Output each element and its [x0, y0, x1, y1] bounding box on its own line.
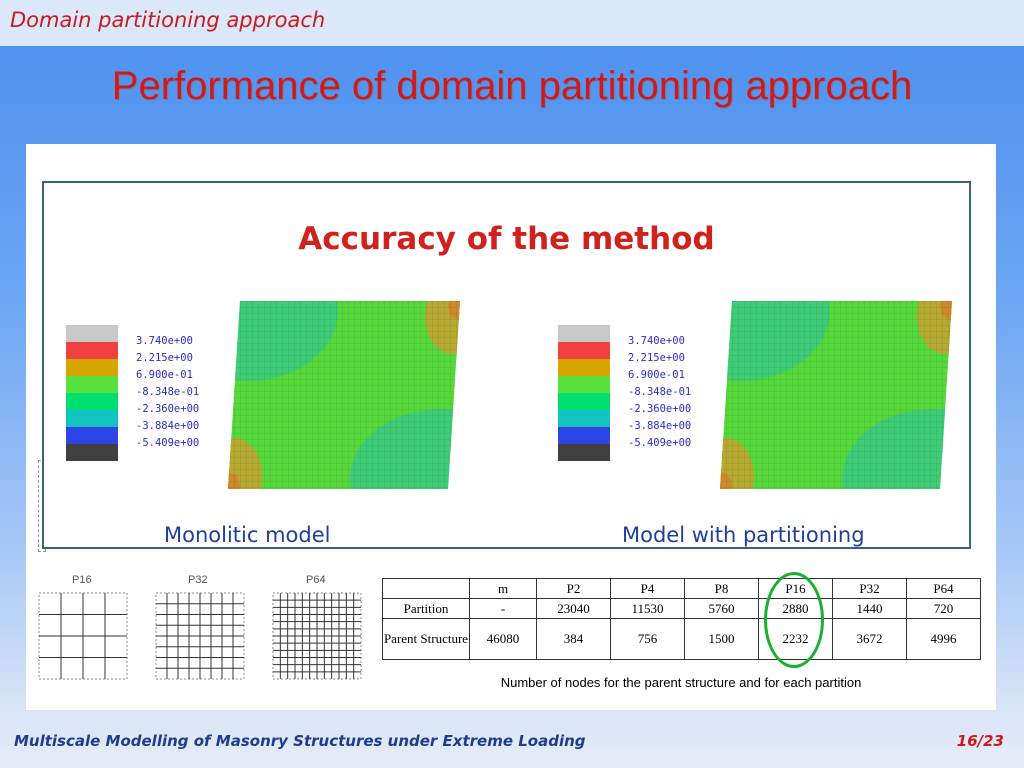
header-bar: Domain partitioning approach	[0, 0, 1024, 46]
legend-value: -8.348e-01	[136, 386, 200, 398]
legend-value: -3.884e+00	[136, 420, 200, 432]
table-cell: 46080	[469, 618, 537, 660]
table-cell: 23040	[536, 598, 611, 619]
table-row: Partition - 23040 11530 5760 2880 1440 7…	[382, 598, 981, 619]
legend-left	[66, 325, 118, 465]
legend-swatch	[66, 427, 118, 444]
row-label: Partition	[382, 598, 470, 619]
table-header-cell: P64	[906, 578, 981, 599]
grid-label-p32: P32	[188, 574, 208, 586]
caption-partitioned: Model with partitioning	[622, 523, 865, 547]
legend-value: 3.740e+00	[136, 335, 193, 347]
contour-plot-partitioned	[720, 301, 952, 489]
partition-grid-p16	[38, 592, 128, 680]
accuracy-overlay: Accuracy of the method 3.740e+00 2.215e+…	[42, 181, 971, 549]
legend-swatch	[558, 325, 610, 342]
slide-title: Performance of domain partitioning appro…	[111, 64, 913, 108]
table-header-cell: m	[469, 578, 537, 599]
table-row: Parent Structure 46080 384 756 1500 2232…	[382, 618, 981, 660]
legend-swatch	[66, 342, 118, 359]
table-cell: 11530	[610, 598, 685, 619]
legend-value: -2.360e+00	[136, 403, 200, 415]
caption-monolithic: Monolitic model	[164, 523, 331, 547]
table-header-row: m P2 P4 P8 P16 P32 P64	[382, 578, 981, 599]
table-cell: 4996	[906, 618, 981, 660]
legend-swatch	[66, 359, 118, 376]
table-cell: -	[469, 598, 537, 619]
table-header-cell	[382, 578, 470, 599]
legend-value: -2.360e+00	[628, 403, 692, 415]
table-cell: 1440	[832, 598, 907, 619]
legend-swatch	[558, 393, 610, 410]
legend-value: -5.409e+00	[628, 437, 692, 449]
legend-value: 6.900e-01	[136, 369, 193, 381]
row-label: Parent Structure	[382, 618, 470, 660]
table-header-cell: P4	[610, 578, 685, 599]
legend-value: 2.215e+00	[136, 352, 193, 364]
table-cell: 756	[610, 618, 685, 660]
legend-swatch	[558, 359, 610, 376]
nodes-table: m P2 P4 P8 P16 P32 P64 Partition - 23040…	[382, 578, 981, 660]
legend-value: 3.740e+00	[628, 335, 685, 347]
grid-label-p64: P64	[306, 574, 326, 586]
legend-swatch	[66, 444, 118, 461]
legend-swatch	[558, 427, 610, 444]
legend-swatch	[558, 376, 610, 393]
table-header-cell: P8	[684, 578, 759, 599]
partition-grid-p32	[155, 592, 245, 680]
legend-swatch	[558, 410, 610, 427]
partition-grid-p64	[272, 592, 362, 680]
legend-swatch	[558, 444, 610, 461]
legend-value: -8.348e-01	[628, 386, 692, 398]
legend-swatch	[66, 325, 118, 342]
highlight-circle	[764, 572, 824, 668]
legend-swatch	[66, 410, 118, 427]
section-title: Domain partitioning approach	[10, 8, 326, 32]
legend-swatch	[66, 376, 118, 393]
table-cell: 384	[536, 618, 611, 660]
legend-right	[558, 325, 610, 465]
legend-value: -3.884e+00	[628, 420, 692, 432]
legend-swatch	[558, 342, 610, 359]
grid-label-p16: P16	[72, 574, 92, 586]
table-cell: 5760	[684, 598, 759, 619]
contour-plot-monolithic	[228, 301, 460, 489]
table-caption: Number of nodes for the parent structure…	[500, 675, 862, 690]
legend-value: 2.215e+00	[628, 352, 685, 364]
legend-swatch	[66, 393, 118, 410]
table-header-cell: P2	[536, 578, 611, 599]
legend-value: 6.900e-01	[628, 369, 685, 381]
legend-value: -5.409e+00	[136, 437, 200, 449]
table-cell: 720	[906, 598, 981, 619]
table-cell: 3672	[832, 618, 907, 660]
overlay-heading: Accuracy of the method	[298, 221, 715, 257]
table-cell: 1500	[684, 618, 759, 660]
footer-text: Multiscale Modelling of Masonry Structur…	[14, 732, 586, 750]
table-header-cell: P32	[832, 578, 907, 599]
page-number: 16/23	[956, 732, 1004, 750]
